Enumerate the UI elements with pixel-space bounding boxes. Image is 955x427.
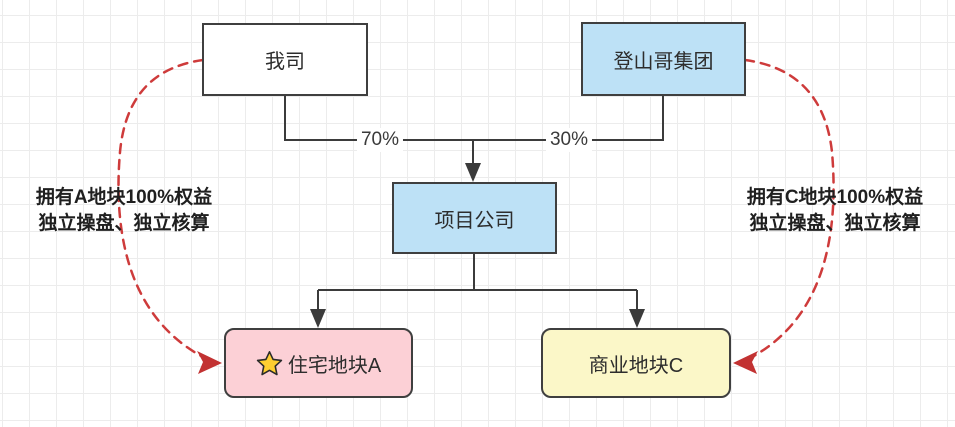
node-our-company-label: 我司: [265, 51, 305, 73]
annotation-left-line1: 拥有A地块100%权益: [35, 187, 213, 208]
red-arrowhead-right-icon: [733, 351, 758, 374]
node-our-company: 我司: [202, 23, 368, 96]
node-project-company-label: 项目公司: [434, 209, 515, 232]
red-arrowhead-left-icon: [197, 351, 222, 374]
node-residential-plot-a-label: 住宅地块A: [287, 354, 382, 377]
node-commercial-plot-c: 商业地块C: [541, 328, 731, 398]
annotation-right-line1: 拥有C地块100%权益: [746, 187, 924, 208]
node-residential-plot-a: 住宅地块A: [224, 328, 413, 398]
annotation-left-line2: 独立操盘、独立核算: [38, 213, 210, 234]
edge-label-70-percent: 70%: [356, 128, 404, 152]
red-curve-left: [117, 58, 205, 359]
annotation-left: 拥有A地块100%权益 独立操盘、独立核算: [10, 185, 238, 237]
edge-label-30-percent: 30%: [545, 128, 593, 152]
node-project-company: 项目公司: [392, 182, 557, 254]
arrowhead-residential-icon: [310, 309, 326, 328]
arrowhead-project-icon: [465, 163, 481, 182]
node-dengshan-group: 登山哥集团: [581, 22, 746, 96]
annotation-right-line2: 独立操盘、独立核算: [749, 213, 921, 234]
arrowhead-commercial-icon: [629, 309, 645, 328]
edge-dengshan-to-project: [473, 96, 664, 141]
red-curve-right: [743, 58, 835, 359]
annotation-right: 拥有C地块100%权益 独立操盘、独立核算: [721, 185, 949, 237]
edge-our-company-to-project: [284, 96, 473, 141]
node-commercial-plot-c-label: 商业地块C: [588, 354, 684, 377]
node-dengshan-group-label: 登山哥集团: [613, 50, 714, 73]
star-icon: [256, 350, 283, 375]
